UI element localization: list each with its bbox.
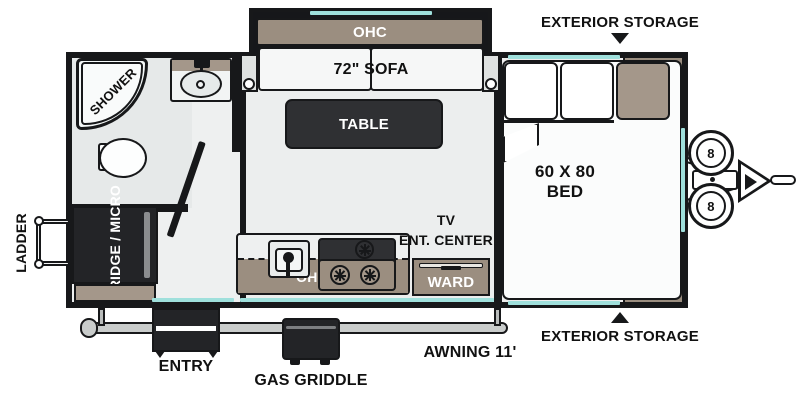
slide-jamb-left-knob [243, 78, 255, 90]
propane-tank-upper [688, 130, 734, 176]
propane-tank-lower-ring [696, 191, 726, 221]
kitchen-faucet-stem [286, 261, 290, 276]
fridge-micro-unit [72, 206, 158, 284]
hitch-tongue [770, 175, 796, 185]
entry-foot-left [155, 351, 165, 358]
burner-front-left [330, 265, 350, 285]
bed-label: BED [546, 182, 584, 201]
bedroom-window-front [681, 128, 685, 232]
gas-griddle-label: GAS GRIDDLE [254, 372, 368, 389]
bath-wall-right [232, 52, 241, 152]
entry-step-tread [156, 326, 216, 331]
entry-label: ENTRY [158, 358, 214, 375]
bedroom-window-bottom [508, 301, 620, 305]
kitchen-faucet-head [283, 252, 294, 263]
dinette-table [285, 99, 443, 149]
awning-label: AWNING 11' [423, 344, 517, 361]
propane-rack-dot [710, 177, 715, 182]
exterior-storage-top-arrow [611, 33, 629, 44]
awning-end-cap [80, 318, 98, 338]
awning-leg-left [98, 308, 105, 326]
gas-griddle-foot-right [320, 359, 330, 365]
sofa-right-cushion [370, 47, 484, 91]
bedroom-window-top [508, 55, 620, 59]
sofa-label: 72" SOFA [333, 61, 409, 78]
bed-size-label: 60 X 80 [534, 162, 595, 181]
pillow-far-right [616, 62, 670, 120]
awning-leg-right [494, 308, 501, 326]
pillow-left [504, 62, 558, 120]
propane-tank-upper-valve: 8 [707, 145, 715, 161]
ladder-label: LADDER [13, 213, 29, 273]
galley-window-accent [240, 298, 494, 302]
bed-headboard-line [504, 120, 614, 123]
exterior-storage-bottom-label: EXTERIOR STORAGE [541, 328, 699, 345]
faucet-icon [194, 58, 210, 68]
tv-label: TV [436, 212, 456, 228]
living-ohc [256, 18, 484, 46]
gas-griddle-foot-left [290, 359, 300, 365]
burner-front-right [360, 265, 380, 285]
coupler-ball-marker [745, 174, 757, 190]
burner-rear [355, 240, 374, 259]
pillow-right [560, 62, 614, 120]
fridge-micro-divider [144, 212, 150, 278]
propane-tank-lower-valve: 8 [707, 198, 715, 214]
entry-window-accent [152, 298, 234, 302]
living-ohc-label: OHC [353, 24, 387, 41]
entry-foot-right [208, 351, 218, 358]
wardrobe-label: WARD [427, 274, 475, 291]
bathroom-basin [180, 70, 222, 98]
gas-griddle [282, 318, 340, 360]
ent-center-label: ENT. CENTER [399, 232, 493, 248]
propane-tank-upper-ring [696, 138, 726, 168]
fridge-base-trim [74, 284, 156, 302]
hitch-assembly: 8 8 [683, 130, 798, 229]
exterior-storage-top-label: EXTERIOR STORAGE [541, 14, 699, 31]
exterior-storage-bottom-arrow [611, 312, 629, 323]
sofa-left-cushion [258, 47, 372, 91]
slide-jamb-right-knob [485, 78, 497, 90]
sofa-window-accent [310, 11, 432, 15]
wardrobe-hanger-icon [441, 266, 461, 270]
toilet-bowl [99, 138, 147, 178]
table-label: TABLE [339, 116, 389, 133]
gas-griddle-lid-line [286, 326, 336, 329]
ladder-mount-bottom [34, 259, 44, 269]
bathroom-drain [196, 80, 205, 89]
ladder-mount-top [34, 216, 44, 226]
